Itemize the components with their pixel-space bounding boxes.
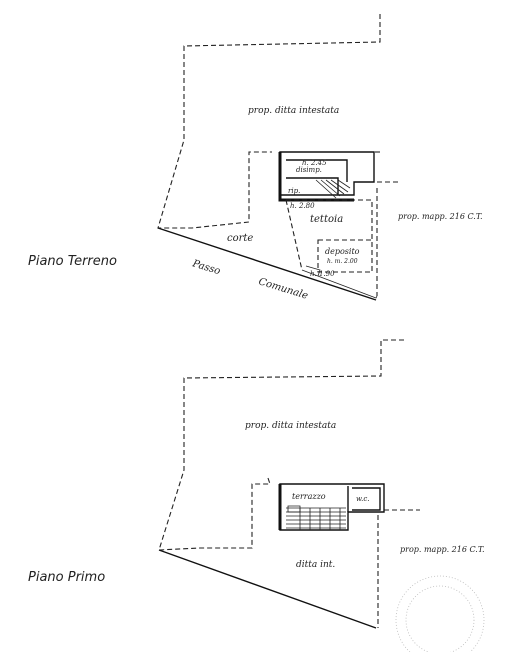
ground-street-label-2: Comunale [257,276,309,301]
ground-neighbor-right-label: prop. mapp. 216 C.T. [398,212,483,221]
first-lower-boundary [158,549,377,629]
ground-court-edge [301,269,378,299]
ground-court-label: corte [227,233,253,244]
ground-room-a-height: h. 2.45 [302,159,327,167]
ground-room-b-name: rip. [288,187,300,195]
first-right-property-line [377,509,420,628]
first-neighbor-top-label: prop. ditta intestata [245,421,336,431]
ground-small-annex [305,265,321,277]
ground-right-property-line [376,181,398,296]
passo-comunale-line [157,227,377,301]
ground-deposito-outline[interactable] [317,239,373,273]
first-owner-label: ditta int. [296,560,335,570]
ground-room-a-name: disimp. [296,166,322,174]
first-property-boundary [158,339,404,551]
first-neighbor-edge [267,477,271,485]
ground-property-boundary [157,14,381,229]
first-wc-label: w.c. [356,495,370,503]
ground-tettoia-partition [285,199,373,271]
first-neighbor-right-label: prop. mapp. 216 C.T. [400,545,485,554]
ground-room-d-name: deposito [325,247,360,256]
ground-floor-title: Piano Terreno [28,254,117,269]
ground-room-c-name: tettoia [310,214,343,225]
first-building-outline[interactable] [279,483,385,531]
first-terrace-label: terrazzo [292,492,326,501]
first-floor-title: Piano Primo [28,570,105,585]
ground-room-c-height: h. 2.80 [290,202,315,210]
first-floor-plan: Piano Primo prop. ditta intestata prop. … [28,339,485,629]
ground-floor-plan: Piano Terreno prop. ditta intestata prop… [28,14,483,302]
ground-stair [315,179,351,199]
ground-street-label-1: Passo [190,258,221,277]
stamp-mark [395,575,485,652]
ground-room-e-height: h. 1.90 [310,270,335,278]
ground-neighbor-top-label: prop. ditta intestata [248,106,339,116]
ground-room-d-height: h. m. 2.00 [327,258,358,265]
first-wc-wall [347,486,381,512]
first-stair [286,505,346,530]
